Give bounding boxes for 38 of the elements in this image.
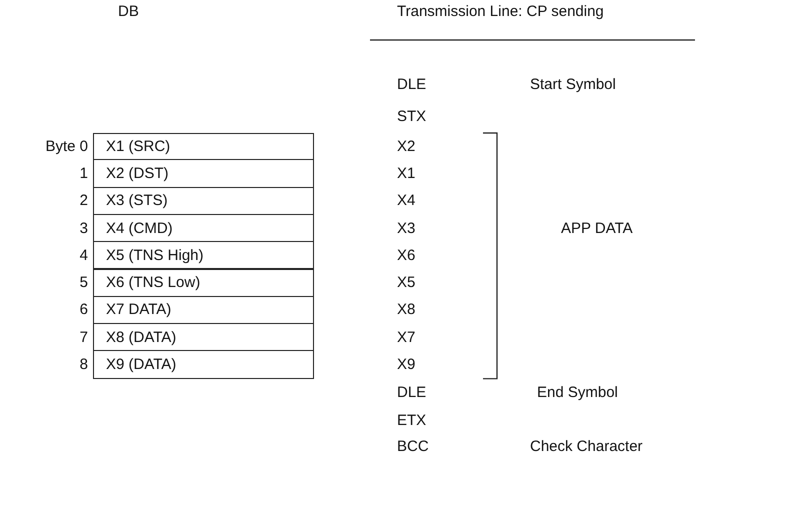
row-number: 4 [80,246,88,265]
byte-label: X5 [397,274,416,292]
byte-label: X2 [397,138,416,156]
table-cell: X3 (STS) [93,186,314,215]
description-label: Start Symbol [530,76,616,94]
column-heading: DB [118,3,139,21]
table-cell: X7 DATA) [93,296,314,324]
byte-label: DLE [397,384,426,402]
byte-label: X1 [397,164,416,183]
row-number: 5 [80,274,88,292]
row-number: 8 [80,356,88,374]
row-number: 3 [80,220,88,238]
table-cell: X5 (TNS High) [93,241,314,270]
table-cell: X8 (DATA) [93,323,314,352]
row-number: 6 [80,301,88,320]
description-label: APP DATA [561,220,633,238]
table-cell: X9 (DATA) [93,350,314,379]
byte-label: X8 [397,301,416,320]
row-number: 1 [80,164,88,183]
byte-label: X3 [397,220,416,238]
byte-label: BCC [397,438,429,456]
byte-label: X7 [397,328,416,347]
byte-label: X4 [397,192,416,210]
description-label: End Symbol [537,384,618,402]
column-heading: Transmission Line: CP sending [397,3,604,21]
table-cell: X6 (TNS Low) [93,268,314,297]
byte-label: X9 [397,356,416,374]
row-number: 2 [80,192,88,210]
byte-label: DLE [397,76,426,94]
row-number: 7 [80,328,88,347]
byte-label: X6 [397,246,416,265]
table-cell: X1 (SRC) [93,133,314,160]
description-label: Check Character [530,438,643,456]
row-number: Byte 0 [45,138,88,156]
table-cell: X4 (CMD) [93,214,314,242]
byte-label: STX [397,108,426,126]
table-cell: X2 (DST) [93,159,314,188]
byte-label: ETX [397,412,426,430]
